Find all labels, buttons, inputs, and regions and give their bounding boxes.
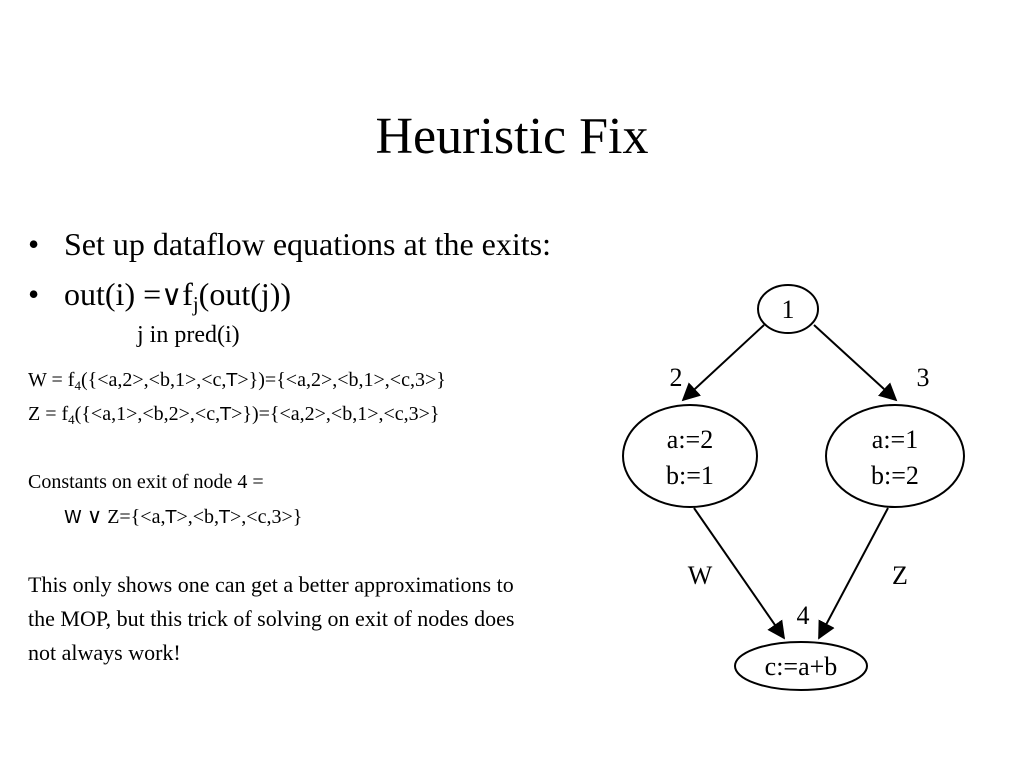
- const-post: >,<c,3>}: [230, 506, 303, 528]
- equation-w: W = f4({<a,2>,<b,1>,<c,T>})={<a,2>,<b,1>…: [28, 366, 446, 395]
- eq-w-sub: 4: [74, 377, 81, 393]
- graph-label-4: 4: [797, 601, 810, 630]
- graph-node-3-line-2: b:=2: [871, 461, 919, 490]
- graph-edge-label-z: Z: [892, 561, 908, 590]
- bullet-marker: •: [28, 226, 40, 262]
- const-w: W: [64, 507, 82, 528]
- bullet-2: • out(i) =∨fj(out(j)): [28, 274, 291, 315]
- graph-node-4: [734, 641, 868, 691]
- const-z: Z={<a,: [107, 506, 166, 528]
- eq-w-mid: ({<a,2>,<b,1>,<c,: [80, 369, 227, 391]
- graph-node-2-line-2: b:=1: [666, 461, 714, 490]
- eq-z-mid: ({<a,1>,<b,2>,<c,: [74, 403, 221, 425]
- slide-title: Heuristic Fix: [375, 108, 649, 165]
- graph-label-3: 3: [917, 363, 930, 392]
- eq-z-post: >})={<a,2>,<b,1>,<c,3>}: [231, 403, 440, 425]
- top-symbol: T: [165, 507, 177, 528]
- graph-node-2: [622, 404, 758, 508]
- graph-label-2: 2: [670, 363, 683, 392]
- edge-1-2: [681, 324, 765, 402]
- top-symbol: T: [219, 507, 231, 528]
- bullet-1: • Set up dataflow equations at the exits:: [28, 224, 551, 264]
- equation-z: Z = f4({<a,1>,<b,2>,<c,T>})={<a,2>,<b,1>…: [28, 400, 440, 429]
- explanation-paragraph: This only shows one can get a better app…: [28, 572, 515, 665]
- graph-node-1: [757, 284, 819, 334]
- eq-z-sub: 4: [68, 411, 75, 427]
- const-mid: >,<b,: [176, 506, 220, 528]
- eq-w-pre: W = f: [28, 369, 75, 391]
- join-symbol: ∨: [86, 504, 103, 528]
- join-symbol: ∨: [161, 278, 183, 312]
- graph-node-3: [825, 404, 965, 508]
- edge-2-4: [693, 507, 786, 640]
- pred-note: j in pred(i): [137, 322, 240, 348]
- graph-node-2-line-1: a:=2: [667, 425, 713, 454]
- top-symbol: T: [220, 404, 232, 425]
- constants-label: Constants on exit of node 4 =: [28, 471, 264, 493]
- bullet-2-f: f: [182, 276, 193, 312]
- graph-edge-label-w: W: [688, 561, 713, 590]
- bullet-2-post: (out(j)): [198, 276, 292, 312]
- graph-node-4-label: c:=a+b: [765, 652, 838, 681]
- bullet-1-text: Set up dataflow equations at the exits:: [64, 226, 551, 262]
- edge-3-4: [818, 507, 889, 640]
- eq-z-pre: Z = f: [28, 403, 69, 425]
- graph-node-1-label: 1: [782, 295, 795, 324]
- bullet-marker: •: [28, 276, 40, 312]
- top-symbol: T: [226, 370, 238, 391]
- bullet-2-pre: out(i) =: [64, 276, 162, 312]
- edge-1-3: [813, 324, 898, 402]
- constants-expression: W ∨ Z={<a,T>,<b,T>,<c,3>}: [64, 502, 302, 532]
- eq-w-post: >})={<a,2>,<b,1>,<c,3>}: [237, 369, 446, 391]
- bullet-2-sub: j: [192, 293, 199, 317]
- graph-node-3-line-1: a:=1: [872, 425, 918, 454]
